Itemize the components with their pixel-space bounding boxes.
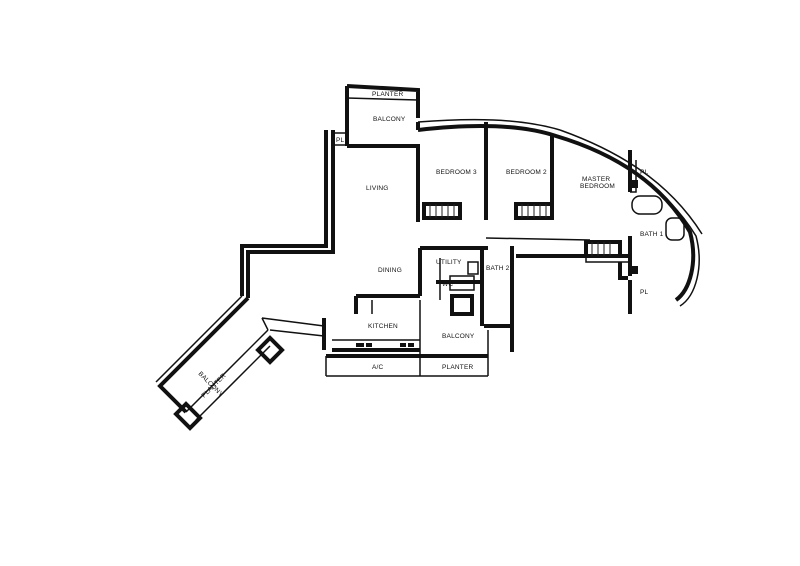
label-bedroom3: BEDROOM 3 [436,169,477,176]
label-balcony-top: BALCONY [373,116,406,123]
label-bedroom2: BEDROOM 2 [506,169,547,176]
label-ac: A/C [372,364,384,371]
label-pl-left: PL [336,137,345,144]
label-master-line2: BEDROOM [580,183,615,190]
kitchen-fixtures [356,180,638,347]
label-planter-mid: PLANTER [442,364,473,371]
label-balcony-mid: BALCONY [442,333,475,340]
label-dining: DINING [378,267,402,274]
label-utility: UTILITY [436,259,462,266]
label-bath2: BATH 2 [486,265,510,272]
label-bath1: BATH 1 [640,231,664,238]
label-master-line1: MASTER [582,176,610,183]
label-kitchen: KITCHEN [368,323,398,330]
label-planter-top: PLANTER [372,91,403,98]
exterior-walls [155,84,703,431]
bay-windows [422,202,622,258]
label-pl-right-top: PL [640,169,649,176]
label-living: LIVING [366,185,389,192]
label-wc: WC [442,281,453,288]
label-pl-right-bottom: PL [640,289,649,296]
